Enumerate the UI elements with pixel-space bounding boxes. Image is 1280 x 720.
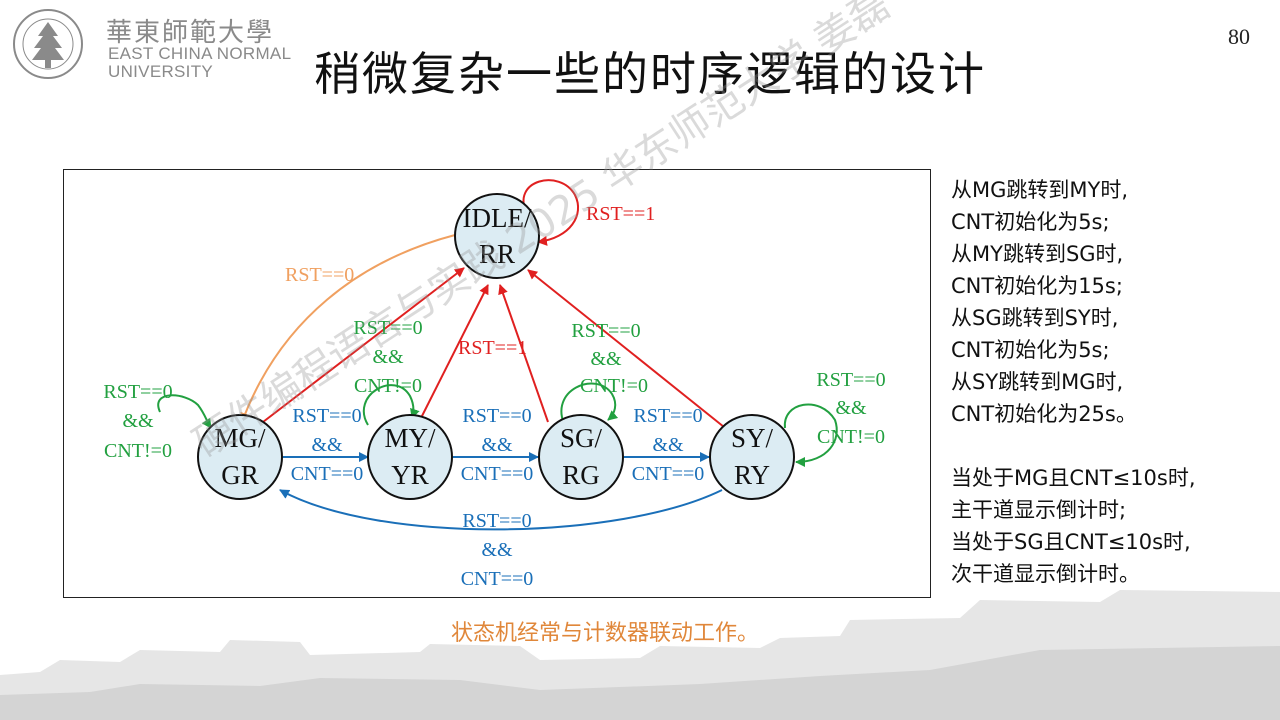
state-idle-line1: IDLE/ [463, 203, 532, 233]
label-my-sg-and: && [481, 434, 513, 456]
state-sg-line1: SG/ [560, 423, 603, 453]
label-mg-self-and: && [122, 410, 154, 432]
slide-title: 稍微复杂一些的时序逻辑的设计 [314, 47, 986, 101]
note-line: CNT初始化为5s; [951, 210, 1110, 234]
label-mg-my-and: && [311, 434, 343, 456]
university-emblem-icon [13, 9, 83, 79]
label-my-self-and: && [372, 346, 404, 368]
sy-to-mg-arrow [279, 489, 723, 531]
label-my-sg-cnt: CNT==0 [461, 463, 534, 485]
label-mg-self-rst: RST==0 [103, 381, 172, 403]
label-my-self-cnt: CNT!=0 [354, 375, 422, 397]
label-my-self-rst: RST==0 [353, 317, 422, 339]
state-my-line2: YR [391, 460, 429, 490]
state-sg-line2: RG [562, 460, 600, 490]
state-idle: IDLE/ RR [454, 193, 540, 279]
label-sg-sy-cnt: CNT==0 [632, 463, 705, 485]
note-spacer [951, 430, 1271, 462]
diagram-frame [63, 169, 931, 598]
state-mg-line1: MG/ [214, 423, 266, 453]
mg-to-idle-arrow [262, 267, 465, 423]
label-sy-self-and: && [835, 397, 867, 419]
idle-self-loop [522, 179, 580, 246]
my-to-idle-arrow [419, 284, 489, 421]
note-line: 从MG跳转到MY时, [951, 178, 1129, 202]
sg-self-loop [560, 382, 619, 427]
label-idle-self: RST==1 [586, 203, 655, 225]
state-mg-line2: GR [221, 460, 259, 490]
logo-english-line1: EAST CHINA NORMAL [108, 44, 292, 63]
state-sy: SY/ RY [709, 414, 795, 500]
note-line: 从MY跳转到SG时, [951, 242, 1124, 266]
label-mg-my-cnt: CNT==0 [291, 463, 364, 485]
state-sy-line1: SY/ [731, 423, 774, 453]
state-my: MY/ YR [367, 414, 453, 500]
label-sg-self-rst: RST==0 [571, 320, 640, 342]
note-line: 主干道显示倒计时; [951, 498, 1127, 522]
state-sg: SG/ RG [538, 414, 624, 500]
label-reset-center: RST==1 [458, 337, 527, 359]
label-sg-sy-rst: RST==0 [633, 405, 702, 427]
note-line: 当处于MG且CNT≤10s时, [951, 466, 1196, 490]
label-mg-my-rst: RST==0 [292, 405, 361, 427]
idle-to-mg-arrow [240, 234, 456, 423]
label-sg-self-and: && [590, 348, 622, 370]
state-idle-line2: RR [479, 239, 515, 269]
logo-chinese-name: 華東師範大學 [106, 18, 275, 48]
label-idle-to-mg: RST==0 [285, 264, 354, 286]
state-sy-line2: RY [734, 460, 770, 490]
label-sy-self-cnt: CNT!=0 [817, 426, 885, 448]
label-sy-mg-and: && [481, 539, 513, 561]
label-mg-self-cnt: CNT!=0 [104, 440, 172, 462]
sg-to-idle-arrow [498, 284, 549, 423]
note-line: 次干道显示倒计时。 [951, 562, 1140, 586]
notes-panel: 从MG跳转到MY时, CNT初始化为5s; 从MY跳转到SG时, CNT初始化为… [951, 174, 1271, 590]
sy-self-loop [783, 403, 838, 467]
mg-self-loop [157, 394, 212, 429]
state-my-line1: MY/ [384, 423, 436, 453]
label-sy-mg-cnt: CNT==0 [461, 568, 534, 590]
note-line: CNT初始化为25s。 [951, 402, 1137, 426]
note-line: 当处于SG且CNT≤10s时, [951, 530, 1191, 554]
label-sy-self-rst: RST==0 [816, 369, 885, 391]
note-line: CNT初始化为5s; [951, 338, 1110, 362]
label-sg-sy-and: && [652, 434, 684, 456]
note-line: CNT初始化为15s; [951, 274, 1123, 298]
label-sy-mg-rst: RST==0 [462, 510, 531, 532]
university-logo: 華東師範大學 EAST CHINA NORMAL UNIVERSITY [10, 6, 300, 82]
note-line: 从SG跳转到SY时, [951, 306, 1119, 330]
logo-english-line2: UNIVERSITY [108, 62, 214, 81]
state-mg: MG/ GR [197, 414, 283, 500]
label-sg-self-cnt: CNT!=0 [580, 375, 648, 397]
page-number: 80 [1228, 24, 1250, 49]
note-line: 从SY跳转到MG时, [951, 370, 1124, 394]
sy-to-idle-arrow [527, 269, 725, 428]
my-self-loop [362, 384, 420, 426]
diagram-caption: 状态机经常与计数器联动工作。 [451, 621, 760, 646]
label-my-sg-rst: RST==0 [462, 405, 531, 427]
